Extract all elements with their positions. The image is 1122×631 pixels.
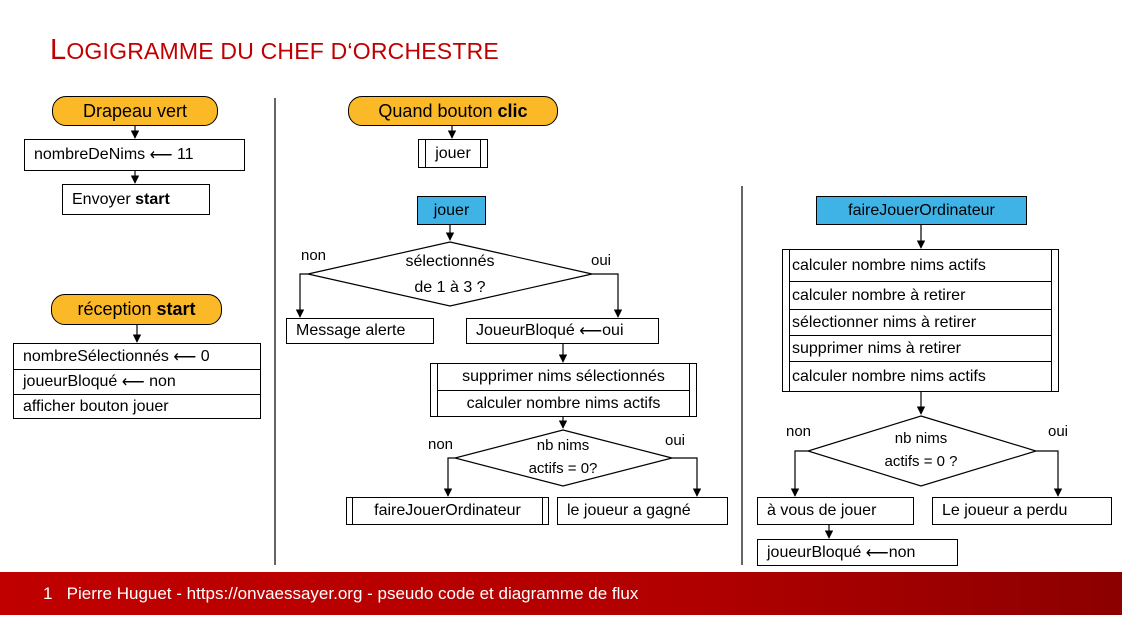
call-computer-turn-label: faireJouerOrdinateur — [352, 498, 543, 524]
call-jouer-subroutine: jouer — [418, 139, 488, 168]
decision2-yes-label: oui — [665, 432, 686, 449]
count-active-nims-row-1: calculer nombre nims actifs — [789, 250, 1052, 281]
reset-blocked-row: joueurBloqué ⟵ non — [14, 369, 260, 394]
player-won-box: le joueur a gagné — [557, 497, 728, 525]
decision2-no-label: non — [428, 436, 454, 453]
call-jouer-label: jouer — [425, 140, 481, 167]
your-turn-box: à vous de jouer — [757, 497, 914, 525]
footer-text: Pierre Huguet - https://onvaessayer.org … — [66, 583, 639, 603]
decision-diamond-game-won — [452, 429, 673, 487]
footer-bar: 1 Pierre Huguet - https://onvaessayer.or… — [0, 572, 1122, 615]
count-active-nims-row: calculer nombre nims actifs — [437, 390, 690, 417]
decision3-yes-label: oui — [1048, 423, 1069, 440]
page-title: LOGIGRAMME DU CHEF D‘ORCHESTRE — [50, 34, 499, 66]
decision-diamond-selection — [307, 241, 593, 307]
decision1-yes-label: oui — [591, 252, 612, 269]
reception-start-event: réception start — [51, 294, 222, 325]
count-active-nims-row-2: calculer nombre nims actifs — [789, 361, 1052, 392]
computer-turn-procedure-header: faireJouerOrdinateur — [816, 196, 1027, 225]
init-nims-box: nombreDeNims ⟵ 11 — [24, 139, 245, 171]
jouer-procedure-header: jouer — [417, 196, 486, 225]
player-lost-box: Le joueur a perdu — [932, 497, 1112, 525]
count-to-remove-row: calculer nombre à retirer — [789, 281, 1052, 309]
show-play-button-row: afficher bouton jouer — [14, 394, 260, 419]
set-blocked-no-box: joueurBloqué ⟵non — [757, 539, 958, 566]
button-click-event: Quand bouton clic — [348, 96, 558, 126]
remove-selected-nims-row: supprimer nims sélectionnés — [437, 364, 690, 390]
send-start-box: Envoyer start — [62, 184, 210, 215]
set-blocked-yes-box: JoueurBloqué ⟵oui — [466, 318, 659, 344]
decision3-no-label: non — [786, 423, 812, 440]
page-number: 1 — [43, 583, 53, 603]
call-computer-turn-subroutine: faireJouerOrdinateur — [346, 497, 549, 525]
alert-message-box: Message alerte — [286, 318, 434, 344]
remove-nims-row: supprimer nims à retirer — [789, 335, 1052, 361]
reset-block: nombreSélectionnés ⟵ 0 joueurBloqué ⟵ no… — [13, 343, 261, 419]
green-flag-event: Drapeau vert — [52, 96, 218, 126]
select-nims-row: sélectionner nims à retirer — [789, 309, 1052, 335]
decision-diamond-game-lost — [805, 415, 1039, 487]
remove-and-count-subroutines: supprimer nims sélectionnés calculer nom… — [430, 363, 697, 417]
decision1-no-label: non — [301, 247, 327, 264]
reset-selected-row: nombreSélectionnés ⟵ 0 — [23, 347, 210, 366]
computer-turn-subroutines: calculer nombre nims actifs calculer nom… — [782, 249, 1059, 392]
